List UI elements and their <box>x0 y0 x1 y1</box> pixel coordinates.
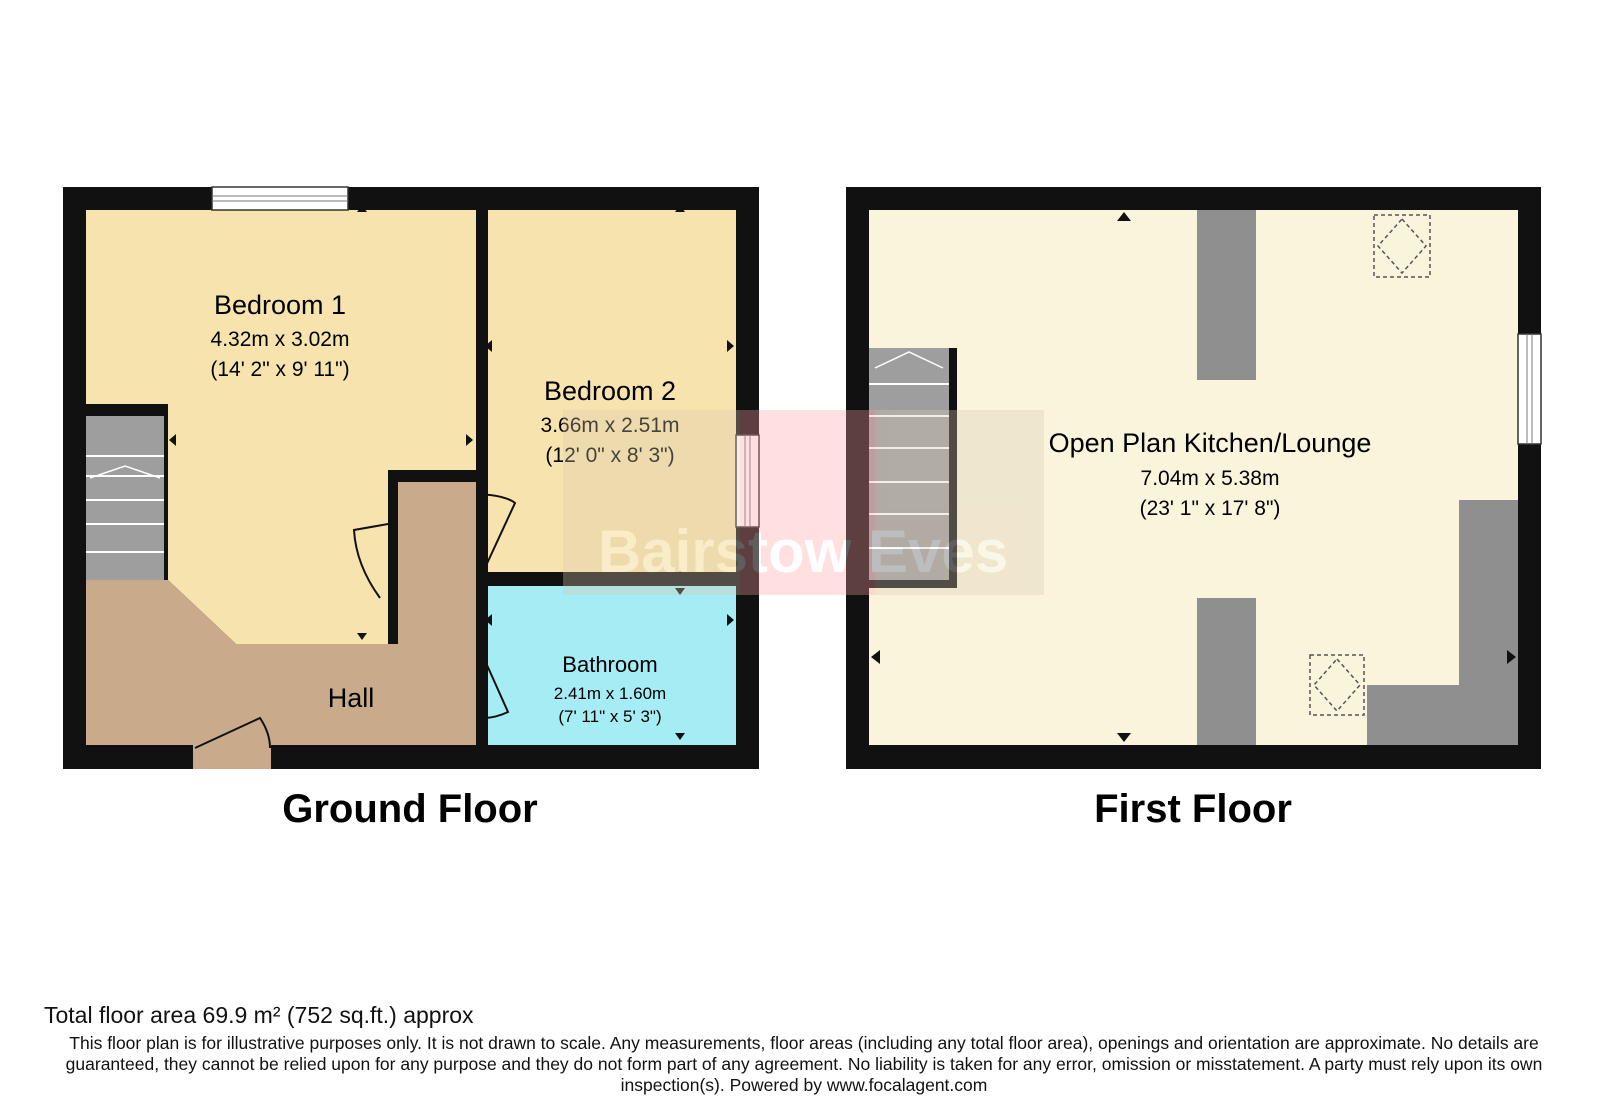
disclaimer-text: This floor plan is for illustrative purp… <box>65 1033 1543 1095</box>
kitchen-units <box>1367 500 1518 745</box>
skylight-lower <box>1309 654 1365 716</box>
window-kitchen-lounge <box>1517 333 1542 445</box>
watermark-text: Bairstow Eves <box>598 518 1008 585</box>
first-floor-label: First Floor <box>1094 787 1292 831</box>
hall-area <box>86 482 476 745</box>
first-orientation-markers <box>871 212 1516 742</box>
bathroom-metric: 2.41m x 1.60m <box>554 684 666 703</box>
bathroom-area <box>488 586 736 745</box>
bedroom-2-imperial: (12' 0" x 8' 3") <box>545 444 674 467</box>
ground-stairs <box>86 416 164 580</box>
agency-watermark: Bairstow Eves <box>563 410 1044 595</box>
front-door-opening <box>193 745 271 769</box>
chimney-breast-lower <box>1197 598 1256 745</box>
bedroom-1-imperial: (14' 2" x 9' 11") <box>210 358 349 381</box>
bedroom-1-area <box>86 210 476 644</box>
ground-floor-label: Ground Floor <box>282 787 538 831</box>
skylight-upper <box>1373 214 1431 278</box>
ground-floor-plan: Bedroom 1 4.32m x 3.02m (14' 2" x 9' 11"… <box>63 186 760 831</box>
first-floor-plan: Open Plan Kitchen/Lounge 7.04m x 5.38m (… <box>846 187 1542 831</box>
kitchen-lounge-metric: 7.04m x 5.38m <box>1141 467 1280 490</box>
bedroom-2-door <box>475 493 517 571</box>
bathroom-imperial: (7' 11" x 5' 3") <box>558 707 661 726</box>
window-bedroom-1 <box>211 186 349 211</box>
kitchen-lounge-imperial: (23' 1" x 17' 8") <box>1140 497 1281 520</box>
ground-orientation-markers <box>169 205 734 740</box>
bathroom-name: Bathroom <box>562 652 657 677</box>
window-bedroom-2 <box>735 434 760 528</box>
bedroom-2-name: Bedroom 2 <box>544 376 676 406</box>
front-door-swing <box>194 716 271 749</box>
first-stairs <box>869 348 957 588</box>
chimney-breast-upper <box>1197 210 1256 380</box>
hall-name: Hall <box>328 683 375 713</box>
bedroom-2-area <box>488 210 736 572</box>
floor-plan: Bedroom 1 4.32m x 3.02m (14' 2" x 9' 11"… <box>63 186 1542 831</box>
bedroom-1-door <box>352 523 389 599</box>
footer: Total floor area 69.9 m² (752 sq.ft.) ap… <box>44 1002 1564 1096</box>
bedroom-2-metric: 3.66m x 2.51m <box>541 414 680 437</box>
kitchen-lounge-name: Open Plan Kitchen/Lounge <box>1049 428 1372 458</box>
bedroom-1-metric: 4.32m x 3.02m <box>211 328 350 351</box>
bathroom-door <box>477 644 510 719</box>
bedroom-1-name: Bedroom 1 <box>214 290 346 320</box>
kitchen-lounge-area <box>869 210 1518 745</box>
total-floor-area: Total floor area 69.9 m² (752 sq.ft.) ap… <box>44 1002 474 1028</box>
